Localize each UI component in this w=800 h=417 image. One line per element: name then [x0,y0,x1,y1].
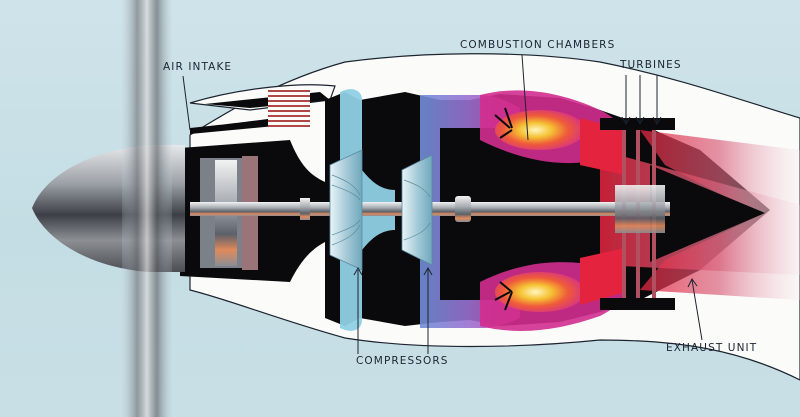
second-compressor [401,154,433,266]
propeller-blade [122,0,172,417]
leader-air-intake [182,75,191,131]
oil-cooler [268,88,310,130]
leader-combustion-chambers [521,54,529,141]
label-compressors: COMPRESSORS [356,355,449,367]
label-exhaust-unit: EXHAUST UNIT [666,342,757,354]
turbine-stages [600,118,675,310]
reduction-gearbox [190,156,270,270]
label-air-intake: AIR INTAKE [163,61,232,73]
label-combustion-chambers: COMBUSTION CHAMBERS [460,39,615,51]
label-turbines: TURBINES [619,59,682,71]
leader-turbines [621,75,662,126]
leader-exhaust-unit [691,279,703,341]
first-compressor [329,149,363,271]
leader-compressors [357,268,429,354]
exhaust-cone [650,165,765,262]
